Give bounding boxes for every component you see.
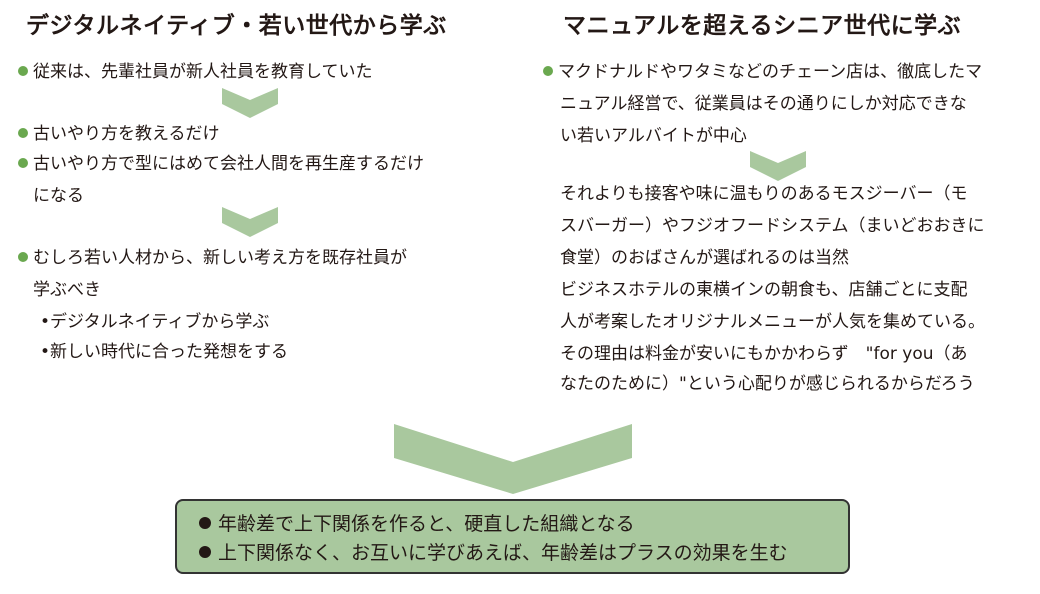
left-column-heading: デジタルネイティブ・若い世代から学ぶ <box>26 13 447 39</box>
left-item-2-text: 古いやり方を教えるだけ <box>33 124 220 144</box>
summary-box: 年齢差で上下関係を作ると、硬直した組織となる 上下関係なく、お互いに学びあえば、… <box>175 499 850 574</box>
right-body-line-3: 食堂）のおばさんが選ばれるのは当然 <box>560 248 849 268</box>
right-item-1-line-1: マクドナルドやワタミなどのチェーン店は、徹底したマ <box>558 62 983 82</box>
chevron-down-icon <box>222 88 278 118</box>
summary-line-1: 年齢差で上下関係を作ると、硬直した組織となる <box>199 513 635 535</box>
black-bullet-icon <box>199 546 211 558</box>
left-item-4-continuation: 学ぶべき <box>33 280 101 300</box>
green-bullet-icon <box>18 66 28 76</box>
right-body-line-6: その理由は料金が安いにもかかわらず "for you（あ <box>560 344 968 364</box>
green-bullet-icon <box>18 252 28 262</box>
right-body-line-1: それよりも接客や味に温もりのあるモスジーバー（モ <box>560 184 968 204</box>
left-item-3: 古いやり方で型にはめて会社人間を再生産するだけ <box>18 154 424 174</box>
chevron-down-icon <box>750 151 806 181</box>
large-chevron-down-icon <box>394 424 632 494</box>
left-item-4-text: むしろ若い人材から、新しい考え方を既存社員が <box>33 248 407 268</box>
left-item-1: 従来は、先輩社員が新人社員を教育していた <box>18 62 373 82</box>
chevron-down-icon <box>222 207 278 237</box>
summary-line-2: 上下関係なく、お互いに学びあえば、年齢差はプラスの効果を生む <box>199 542 788 564</box>
green-bullet-icon <box>543 66 553 76</box>
black-bullet-icon <box>199 517 211 529</box>
left-sub-item-2: •新しい時代に合った発想をする <box>40 342 289 362</box>
left-sub-item-1: •デジタルネイティブから学ぶ <box>40 312 270 332</box>
summary-line-1-text: 年齢差で上下関係を作ると、硬直した組織となる <box>218 513 635 535</box>
right-item-1-line-3: い若いアルバイトが中心 <box>560 126 747 146</box>
summary-line-2-text: 上下関係なく、お互いに学びあえば、年齢差はプラスの効果を生む <box>218 542 788 564</box>
right-column-heading: マニュアルを超えるシニア世代に学ぶ <box>563 13 962 39</box>
right-body-line-7: なたのために）"という心配りが感じられるからだろう <box>560 374 975 394</box>
right-body-line-2: スバーガー）やフジオフードシステム（まいどおおきに <box>560 216 985 236</box>
left-item-2: 古いやり方を教えるだけ <box>18 124 220 144</box>
left-item-3-text: 古いやり方で型にはめて会社人間を再生産するだけ <box>33 154 424 174</box>
green-bullet-icon <box>18 158 28 168</box>
left-item-1-text: 従来は、先輩社員が新人社員を教育していた <box>33 62 373 82</box>
left-item-4: むしろ若い人材から、新しい考え方を既存社員が <box>18 248 407 268</box>
right-item-1: マクドナルドやワタミなどのチェーン店は、徹底したマ <box>543 62 982 82</box>
left-item-3-continuation: になる <box>33 186 84 206</box>
right-body-line-5: 人が考案したオリジナルメニューが人気を集めている。 <box>560 312 985 332</box>
right-item-1-line-2: ニュアル経営で、従業員はその通りにしか対応できな <box>560 94 967 114</box>
green-bullet-icon <box>18 128 28 138</box>
right-body-line-4: ビジネスホテルの東横インの朝食も、店舗ごとに支配 <box>560 280 968 300</box>
